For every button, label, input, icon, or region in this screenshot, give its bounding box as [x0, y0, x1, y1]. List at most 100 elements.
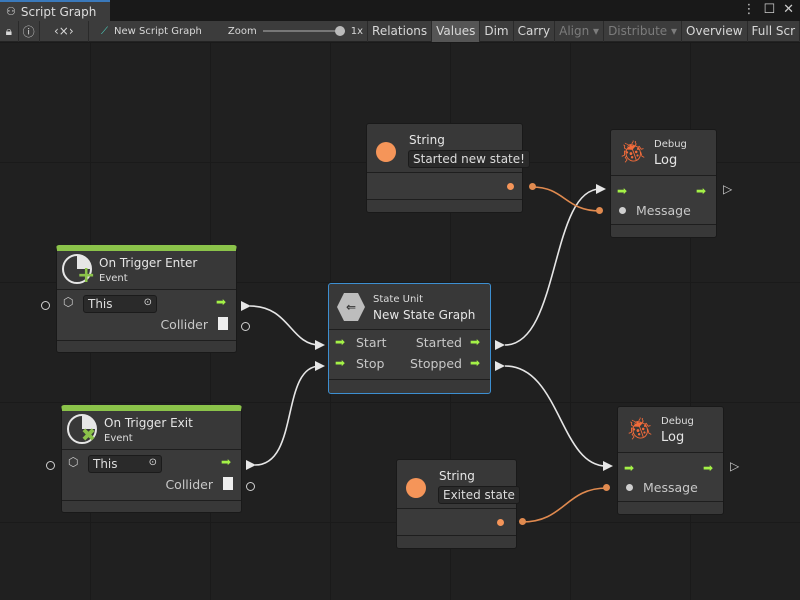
event-icon: [67, 414, 97, 444]
node-subtitle: Event: [99, 273, 128, 284]
carry-button[interactable]: Carry: [514, 20, 556, 42]
target-value: This: [88, 297, 113, 311]
control-output-arrow-icon[interactable]: ➡: [216, 295, 227, 309]
state-unit-node[interactable]: ⇐ State Unit New State Graph ➡ Start ➡ S…: [328, 283, 491, 394]
tab-script-graph[interactable]: ⚇ Script Graph: [0, 0, 110, 21]
hierarchy-icon: ⚇: [6, 5, 16, 18]
stop-connector[interactable]: [315, 361, 325, 371]
control-output-arrow-icon[interactable]: ➡: [703, 461, 714, 475]
values-button[interactable]: Values: [432, 20, 481, 42]
close-icon[interactable]: ✕: [783, 2, 794, 17]
port-connector[interactable]: [529, 183, 536, 190]
message-connector[interactable]: [596, 207, 603, 214]
control-input-arrow-icon[interactable]: ➡: [617, 184, 628, 198]
control-output-connector-icon[interactable]: ▷: [723, 182, 733, 196]
graph-name[interactable]: New Script Graph: [114, 25, 202, 37]
collider-output-connector[interactable]: [246, 482, 255, 491]
string-node[interactable]: String Exited state: [396, 459, 520, 549]
event-icon: [62, 254, 92, 284]
more-options-icon[interactable]: ⋮: [742, 2, 756, 17]
control-output-connector[interactable]: [246, 460, 256, 470]
string-output-port[interactable]: [507, 183, 514, 190]
tab-bar: ⚇ Script Graph ⋮ ☐ ✕: [0, 0, 800, 21]
control-input-arrow-icon[interactable]: ➡: [624, 461, 635, 475]
target-input-connector[interactable]: [41, 301, 50, 310]
started-label: Started: [415, 335, 462, 350]
control-output-connector-icon[interactable]: ▷: [730, 459, 740, 473]
control-output-connector[interactable]: [241, 301, 251, 311]
collider-label: Collider: [160, 317, 208, 332]
graph-breadcrumb: ⟋ New Script Graph Zoom 1x: [89, 20, 369, 42]
stop-label: Stop: [356, 356, 385, 371]
message-label: Message: [643, 480, 698, 495]
object-picker-icon[interactable]: ⊙: [143, 297, 152, 308]
node-kind: Debug: [661, 416, 694, 427]
message-connector[interactable]: [603, 484, 610, 491]
node-title: Log: [661, 430, 685, 445]
tab-title: Script Graph: [20, 4, 97, 19]
zoom-slider[interactable]: [262, 26, 345, 36]
stopped-arrow-icon[interactable]: ➡: [470, 356, 481, 370]
maximize-icon[interactable]: ☐: [763, 2, 776, 17]
started-connector[interactable]: [495, 340, 505, 350]
stopped-connector[interactable]: [495, 361, 505, 371]
document-icon: [223, 477, 233, 490]
start-arrow-icon[interactable]: ➡: [335, 335, 346, 349]
graph-icon: ⟋: [101, 25, 109, 37]
object-picker-icon[interactable]: ⊙: [148, 457, 157, 468]
gameobject-icon: ⬡: [63, 295, 74, 309]
zoom-value: 1x: [350, 25, 364, 37]
control-output-arrow-icon[interactable]: ➡: [221, 455, 232, 469]
align-dropdown[interactable]: Align ▾: [555, 20, 605, 42]
bug-icon: 🐞︎: [619, 140, 647, 165]
full-screen-button[interactable]: Full Scr: [748, 20, 800, 42]
on-trigger-enter-node[interactable]: + On Trigger Enter Event ⬡ This⊙ ➡ Colli…: [56, 245, 237, 353]
overview-button[interactable]: Overview: [682, 20, 748, 42]
string-output-port[interactable]: [497, 519, 504, 526]
stopped-label: Stopped: [410, 356, 462, 371]
info-icon[interactable]: ⓘ: [19, 20, 40, 42]
node-title: String: [409, 133, 445, 147]
document-icon: [218, 317, 228, 330]
string-value-input[interactable]: Exited state: [438, 486, 520, 504]
node-title: On Trigger Exit: [104, 416, 193, 430]
dim-button[interactable]: Dim: [480, 20, 514, 42]
debug-log-node[interactable]: 🐞︎ Debug Log ➡ ➡ Message: [610, 129, 717, 238]
string-icon: [406, 478, 426, 498]
target-field[interactable]: This ⊙: [88, 455, 162, 473]
start-label: Start: [356, 335, 387, 350]
stop-arrow-icon[interactable]: ➡: [335, 356, 346, 370]
collider-output-connector[interactable]: [241, 322, 250, 331]
relations-button[interactable]: Relations: [368, 20, 433, 42]
target-input-connector[interactable]: [46, 461, 55, 470]
control-input-connector[interactable]: [603, 461, 613, 471]
node-title: String: [439, 469, 475, 483]
on-trigger-exit-node[interactable]: ✖ On Trigger Exit Event ⬡ This⊙ ➡ Collid…: [61, 405, 242, 513]
collider-label: Collider: [165, 477, 213, 492]
target-value: This: [93, 457, 118, 471]
lock-icon[interactable]: 🔒︎: [0, 20, 19, 42]
string-value-input[interactable]: Started new state!: [408, 150, 530, 168]
started-arrow-icon[interactable]: ➡: [470, 335, 481, 349]
port-connector[interactable]: [519, 518, 526, 525]
string-node[interactable]: String Started new state!: [366, 123, 530, 213]
control-output-arrow-icon[interactable]: ➡: [696, 184, 707, 198]
node-kind: State Unit: [373, 294, 424, 305]
message-port[interactable]: [626, 484, 633, 491]
debug-log-node[interactable]: 🐞︎ Debug Log ➡ ➡ Message: [617, 406, 724, 515]
start-connector[interactable]: [315, 340, 325, 350]
message-port[interactable]: [619, 207, 626, 214]
distribute-dropdown[interactable]: Distribute ▾: [604, 20, 683, 42]
code-icon[interactable]: ‹×›: [40, 20, 90, 42]
control-input-connector[interactable]: [596, 184, 606, 194]
x-icon: ✖: [81, 425, 97, 446]
node-title: Log: [654, 153, 678, 168]
target-field[interactable]: This ⊙: [83, 295, 157, 313]
string-icon: [376, 142, 396, 162]
toolbar: 🔒︎ ⓘ ‹×› ⟋ New Script Graph Zoom 1x Rela…: [0, 20, 800, 42]
zoom-label: Zoom: [227, 25, 257, 37]
node-title: New State Graph: [373, 308, 476, 322]
message-label: Message: [636, 203, 691, 218]
plus-icon: +: [77, 263, 96, 288]
node-subtitle: Event: [104, 433, 133, 444]
